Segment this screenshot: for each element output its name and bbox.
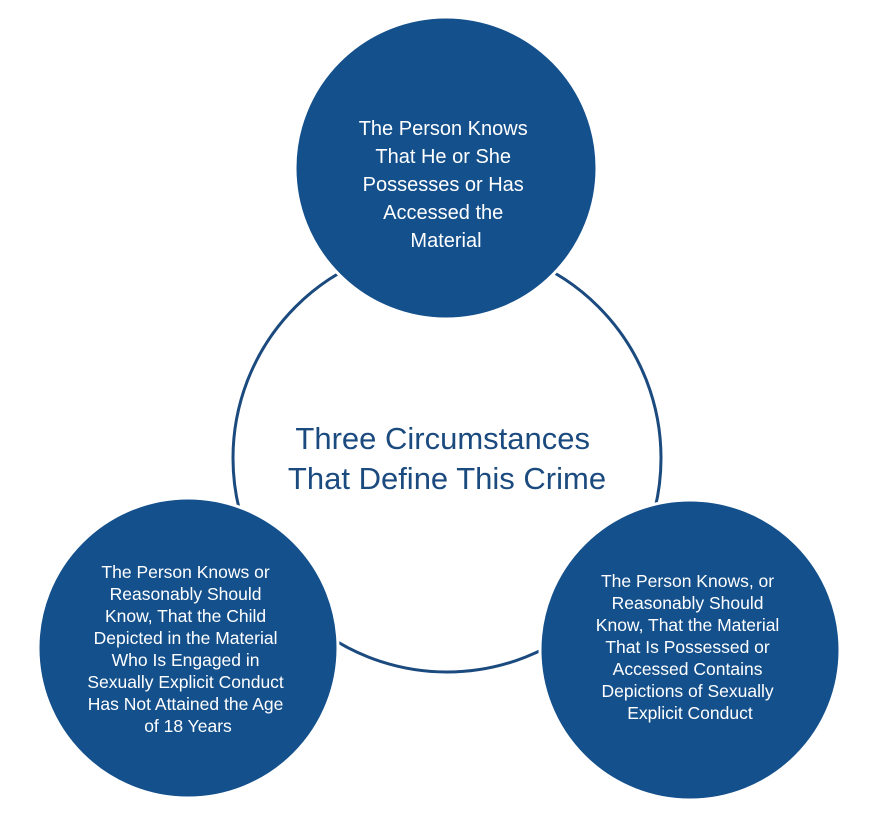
node-right-line-1: The Person Knows, or bbox=[601, 571, 774, 591]
node-top-line-1: The Person Knows bbox=[359, 118, 528, 140]
node-right: The Person Knows, or Reasonably Should K… bbox=[538, 498, 842, 802]
node-right-line-6: Depictions of Sexually bbox=[601, 681, 773, 701]
node-top-line-4: Accessed the bbox=[383, 202, 503, 224]
center-title-line-1: Three Circumstances bbox=[295, 421, 590, 456]
node-left-line-5: Who Is Engaged in bbox=[112, 650, 260, 670]
node-left-line-3: Know, That the Child bbox=[105, 606, 266, 626]
node-left-line-1: The Person Knows or bbox=[101, 562, 269, 582]
node-top-circle bbox=[293, 15, 599, 321]
node-left-line-8: of 18 Years bbox=[144, 716, 232, 736]
node-top-line-3: Possesses or Has bbox=[363, 174, 524, 196]
node-right-line-3: Know, That the Material bbox=[596, 615, 780, 635]
node-right-line-2: Reasonably Should bbox=[612, 593, 764, 613]
node-right-circle bbox=[538, 498, 842, 802]
node-left-line-4: Depicted in the Material bbox=[94, 628, 278, 648]
node-top-line-2: That He or She bbox=[375, 146, 511, 168]
node-top-line-5: Material bbox=[410, 230, 481, 252]
node-right-line-4: That Is Possessed or bbox=[605, 637, 770, 657]
node-left: The Person Knows or Reasonably Should Kn… bbox=[36, 496, 340, 800]
node-left-circle bbox=[36, 496, 340, 800]
center-title: Three Circumstances That Define This Cri… bbox=[288, 421, 606, 496]
center-title-line-2: That Define This Crime bbox=[288, 461, 606, 496]
node-top-text: The Person Knows That He or She Possesse… bbox=[359, 118, 534, 252]
node-top: The Person Knows That He or She Possesse… bbox=[293, 15, 599, 321]
node-left-text: The Person Knows or Reasonably Should Kn… bbox=[87, 562, 288, 736]
node-left-line-2: Reasonably Should bbox=[110, 584, 262, 604]
node-right-line-5: Accessed Contains bbox=[613, 659, 763, 679]
node-right-text: The Person Knows, or Reasonably Should K… bbox=[596, 571, 784, 723]
node-right-line-7: Explicit Conduct bbox=[627, 703, 753, 723]
node-left-line-7: Has Not Attained the Age bbox=[88, 694, 284, 714]
node-left-line-6: Sexually Explicit Conduct bbox=[87, 672, 284, 692]
